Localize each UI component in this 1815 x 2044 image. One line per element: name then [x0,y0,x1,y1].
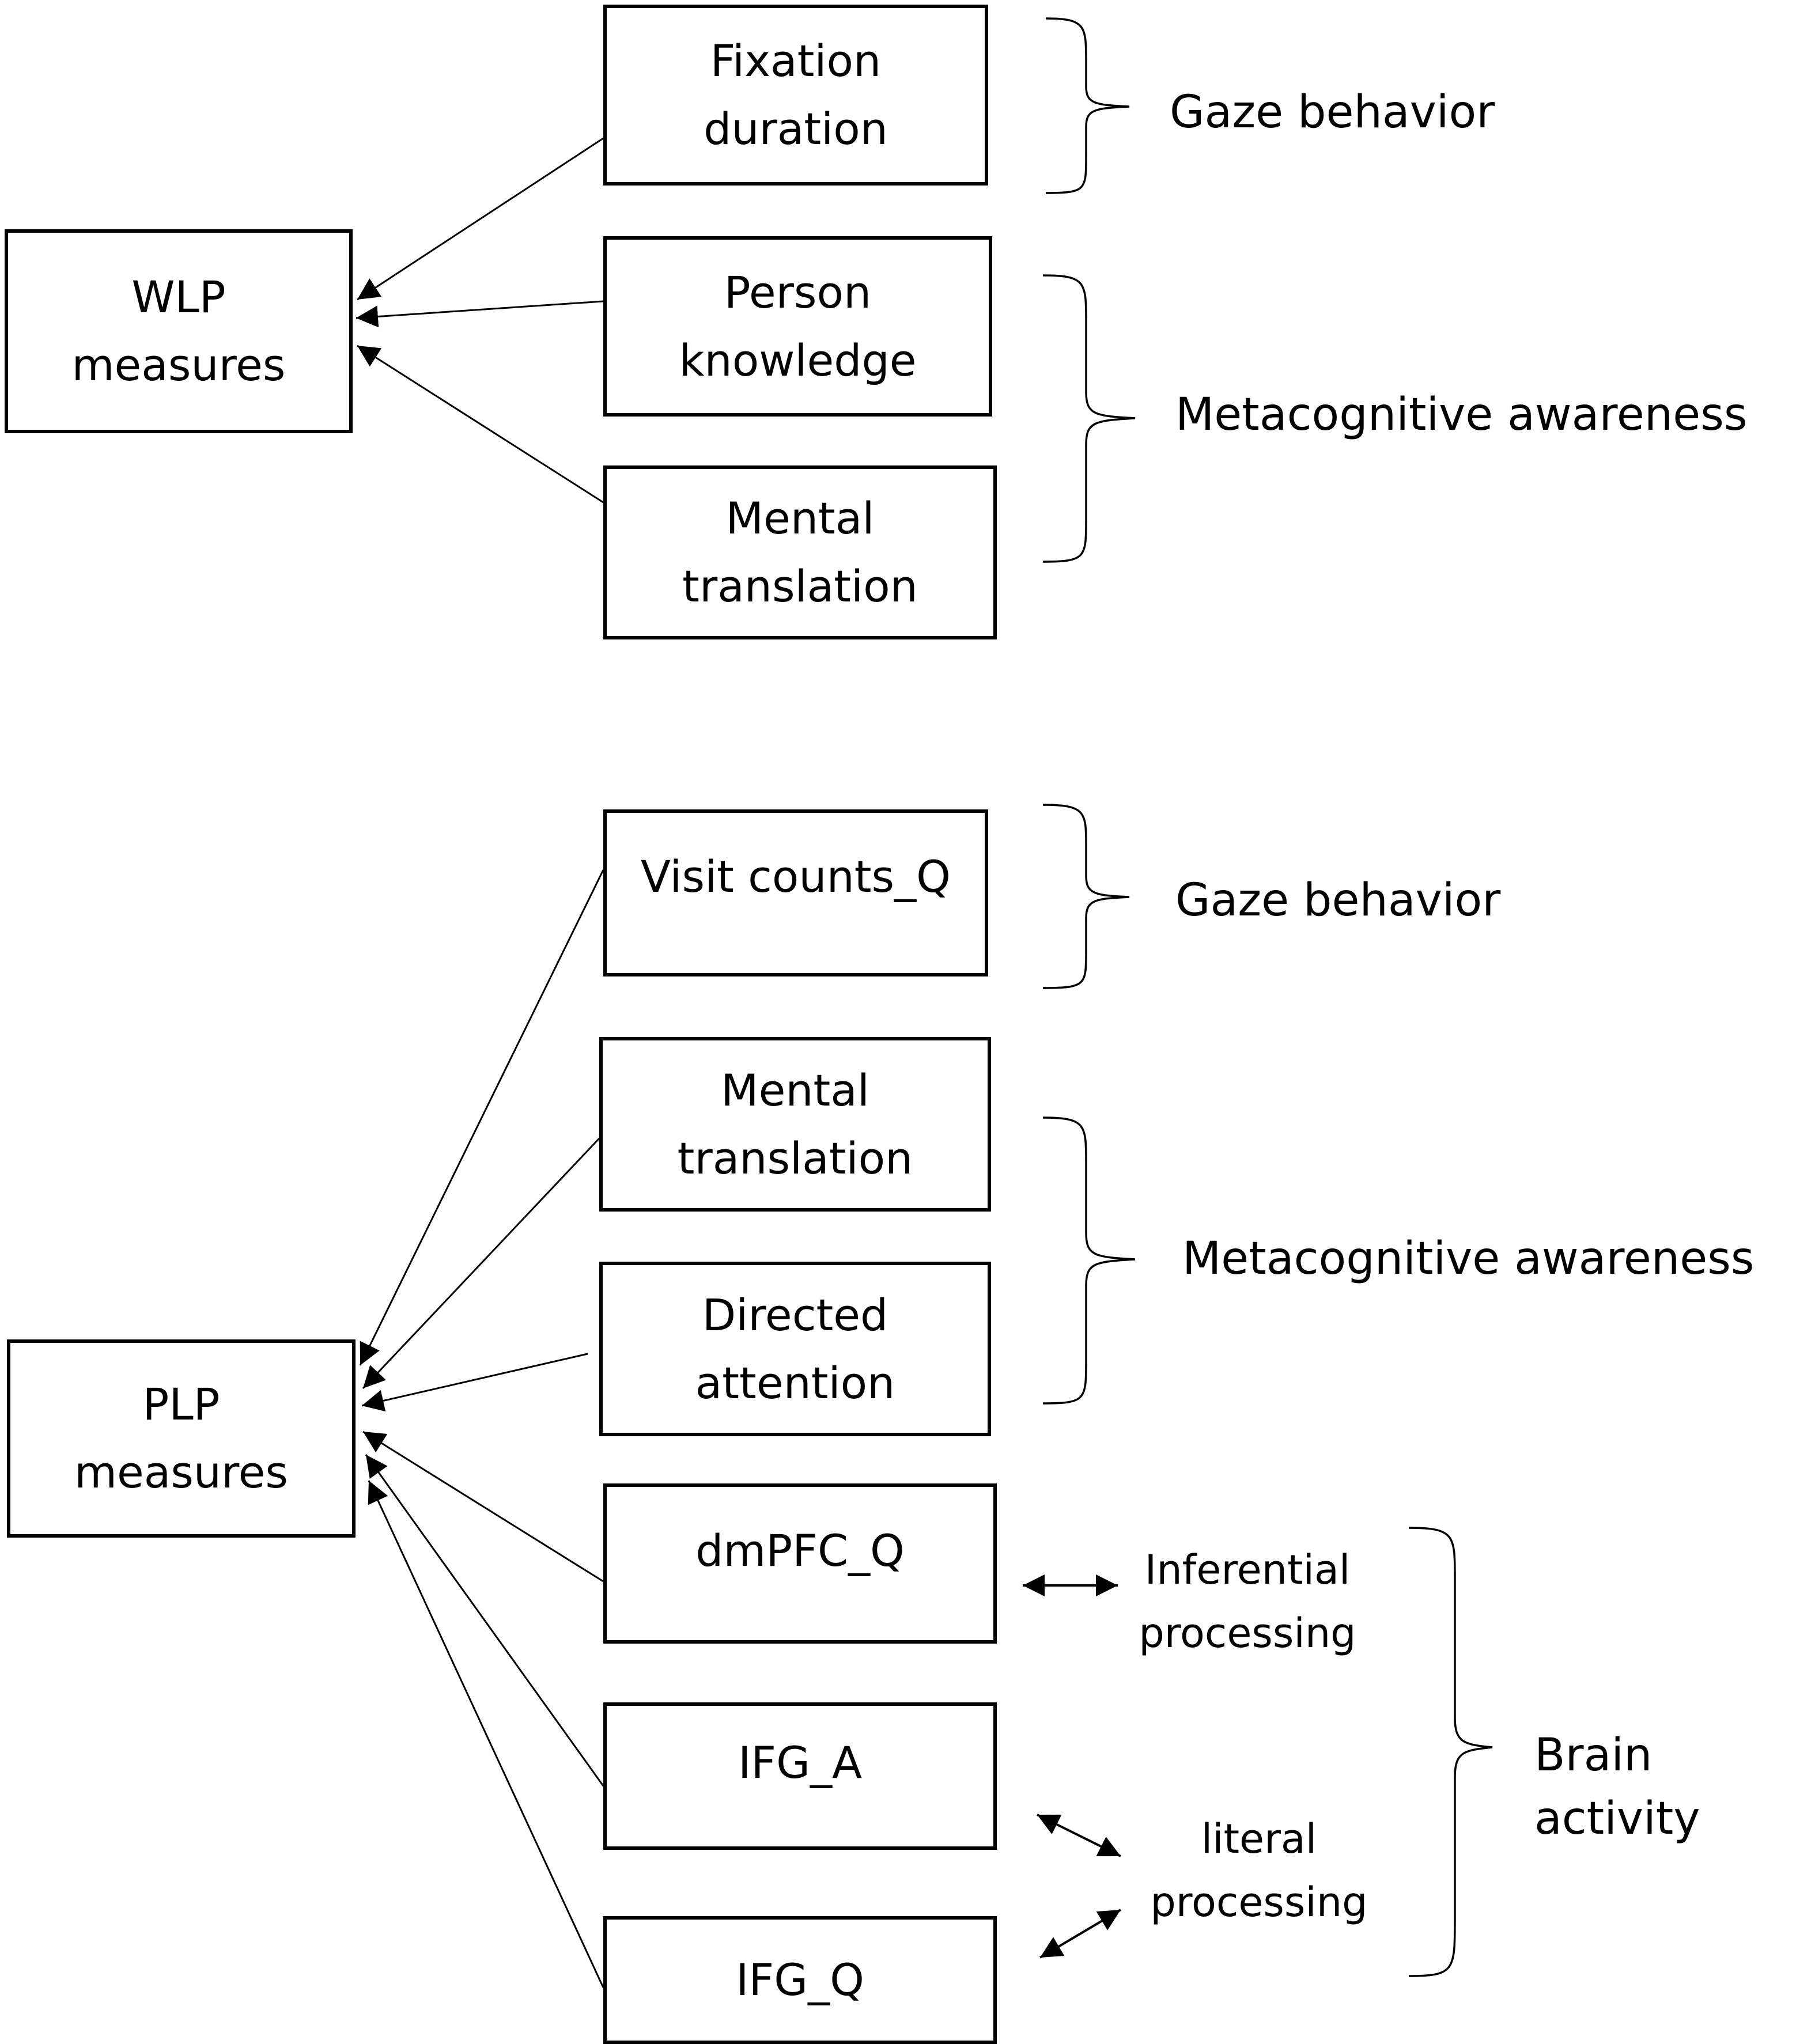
double-arrow-literal-upper [1037,1814,1121,1857]
fixation-duration-box: Fixation duration [603,5,988,186]
arrow-fixation-to-wlp [357,137,604,301]
brace-brain [1408,1527,1493,1977]
directed-attention-label: Directed attention [695,1289,895,1409]
directed-attention-box: Directed attention [599,1262,991,1436]
fixation-duration-label: Fixation duration [704,35,888,154]
ifg-q-box: IFG_Q [603,1916,997,2044]
person-knowledge-label: Person knowledge [679,266,917,386]
mental-translation-label-2: Mental translation [677,1064,913,1184]
gaze-behavior-label-2: Gaze behavior [1175,875,1501,926]
mental-translation-box-1: Mental translation [603,465,997,639]
double-arrow-literal-lower [1039,1909,1122,1959]
ifg-a-box: IFG_A [603,1702,997,1850]
arrow-dmpfc-to-plp [362,1430,604,1583]
brace-gaze2 [1042,804,1130,989]
inferential-processing-label: Inferential processing [1139,1546,1356,1657]
dmpfc-q-label: dmPFC_Q [695,1525,905,1576]
arrow-mental1-to-wlp [357,345,604,504]
arrow-mental2-to-plp [362,1137,600,1390]
plp-measures-box: PLP measures [7,1339,356,1538]
brace-meta2 [1042,1116,1136,1405]
ifg-a-label: IFG_A [738,1737,862,1788]
wlp-measures-box: WLP measures [5,229,353,433]
brain-activity-label: Brain activity [1534,1729,1700,1845]
ifg-q-label: IFG_Q [736,1954,864,2005]
arrow-ifgq-to-plp [368,1480,604,1988]
metacognitive-awareness-label-2: Metacognitive awareness [1182,1233,1754,1285]
gaze-behavior-label-1: Gaze behavior [1170,86,1495,138]
arrow-visit-to-plp [359,869,604,1366]
brace-meta1 [1042,274,1136,563]
arrow-directed-to-plp [361,1353,588,1412]
literal-processing-label: literal processing [1150,1815,1368,1926]
arrow-ifga-to-plp [365,1454,604,1786]
person-knowledge-box: Person knowledge [603,236,992,417]
visit-counts-q-box: Visit counts_Q [603,809,988,976]
plp-measures-label: PLP measures [74,1379,289,1498]
visit-counts-q-label: Visit counts_Q [641,851,951,902]
mental-translation-label-1: Mental translation [682,493,918,612]
arrow-person-to-wlp [356,300,604,328]
brace-gaze1 [1045,17,1130,194]
metacognitive-awareness-label-1: Metacognitive awareness [1175,389,1748,441]
wlp-measures-label: WLP measures [71,271,286,391]
mental-translation-box-2: Mental translation [599,1037,991,1212]
dmpfc-q-box: dmPFC_Q [603,1483,997,1644]
